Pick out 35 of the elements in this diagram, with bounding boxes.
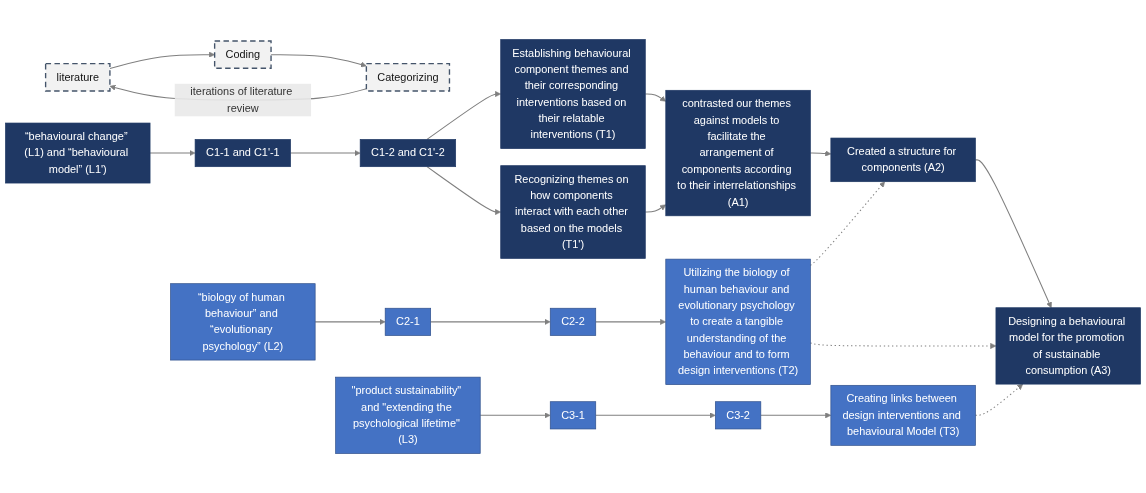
arrow xyxy=(149,150,196,157)
arrow xyxy=(644,204,667,213)
node-box: C1-1 and C1'-1 xyxy=(194,139,291,168)
node-box: Categorizing xyxy=(365,63,451,92)
arrow xyxy=(644,93,667,102)
arrow xyxy=(974,159,1052,308)
node-box: “biology of human behaviour” and “evolutionary psychology” (L2) xyxy=(170,283,316,361)
arrow xyxy=(760,412,832,419)
node-box: “behavioural change” (L1) and “behavioural model” (L1') xyxy=(5,122,151,184)
node-box: Coding xyxy=(213,40,272,69)
arrow xyxy=(290,150,361,157)
node-box: C3-1 xyxy=(549,401,597,430)
node-box: C2-1 xyxy=(384,307,431,336)
arrow xyxy=(314,318,386,325)
node-box: Created a structure for components (A2) xyxy=(830,137,976,183)
arrow xyxy=(479,412,551,419)
arrow xyxy=(426,91,501,140)
node-box: literature xyxy=(44,63,111,92)
arrow xyxy=(809,150,832,157)
node-box: C1-2 and C1'-2 xyxy=(359,139,456,168)
node-box: contrasted our themes against models to facilitate the arrangement of components according to their interrelationships (A1) xyxy=(665,89,811,217)
node-box: C2-2 xyxy=(549,307,597,336)
node-box: Establishing behavioural component themes and their corresponding interventions based on their relatable interventions (T1) xyxy=(500,39,646,149)
node-box: Creating links between design interventions and behavioural Model (T3) xyxy=(830,385,976,446)
node-box: "product sustainability" and "extending the psychological lifetime" (L3) xyxy=(335,376,481,454)
node-box: C3-2 xyxy=(715,401,762,430)
node-box: Utilizing the biology of human behaviour and evolutionary psychology to create a tangible understanding of the behaviour and to form design interventions (T2) xyxy=(665,258,811,385)
edge-label: iterations of literature review xyxy=(190,85,293,114)
arrow xyxy=(430,318,551,325)
arrow xyxy=(109,51,215,69)
arrow xyxy=(595,412,716,419)
node-box: Designing a behavioural model for the promotion of sustainable consumption (A3) xyxy=(995,307,1141,385)
arrow xyxy=(426,166,501,216)
node-box: Recognizing themes on how components interact with each other based on the models (T1') xyxy=(500,165,646,259)
arrow xyxy=(595,318,667,325)
